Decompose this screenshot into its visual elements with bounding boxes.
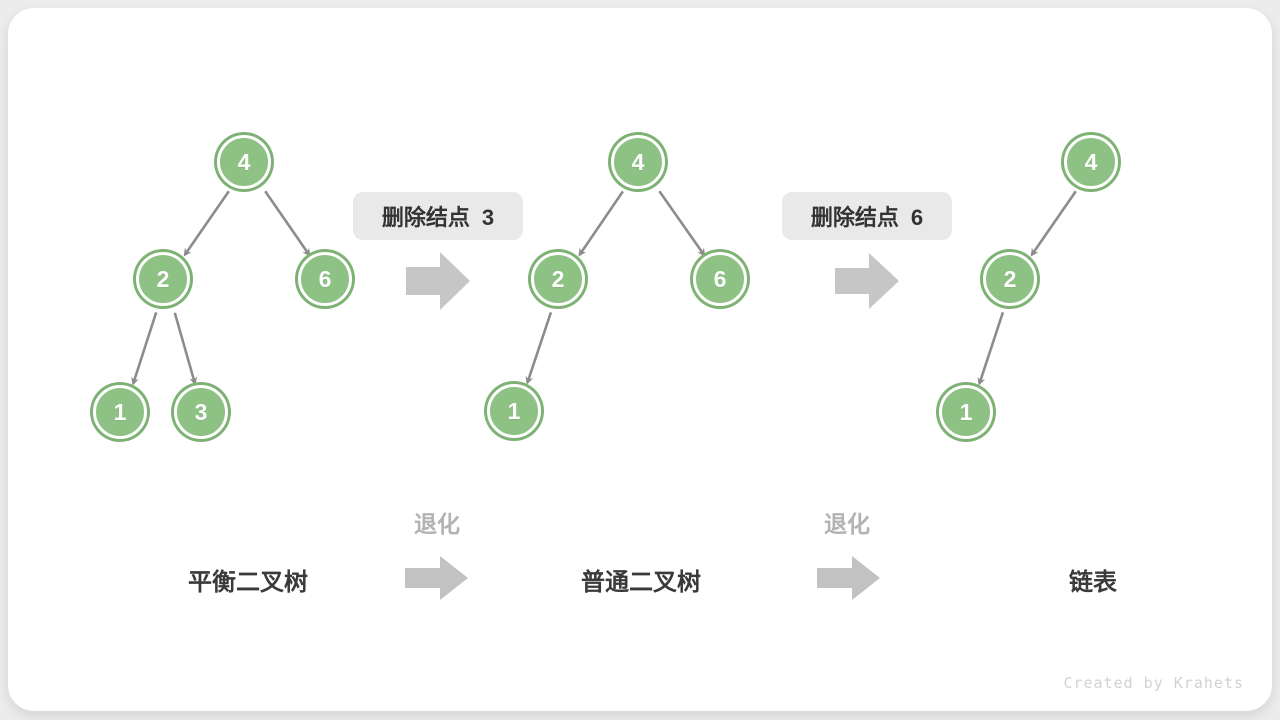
tree1-node-4: 4 [217, 135, 271, 189]
node-value: 4 [1084, 148, 1098, 175]
node-value: 2 [551, 265, 565, 292]
degrade-caption: 退化 [824, 511, 870, 537]
tree2-node-2: 2 [531, 252, 585, 306]
tree2-node-4: 4 [611, 135, 665, 189]
tree2-node-6: 6 [693, 252, 747, 306]
node-value: 4 [631, 148, 645, 175]
stage-name-linked-list: 链表 [1069, 569, 1117, 596]
stage-name-balanced-tree: 平衡二叉树 [188, 569, 308, 596]
watermark-credit: Created by Krahets [1063, 674, 1244, 692]
node-value: 1 [507, 397, 521, 424]
tree1-node-1: 1 [93, 385, 147, 439]
tree1-node-2: 2 [136, 252, 190, 306]
node-value: 6 [318, 265, 332, 292]
tree1-node-6: 6 [298, 252, 352, 306]
tree2-node-1: 1 [487, 384, 541, 438]
node-value: 3 [194, 398, 208, 425]
node-value: 4 [237, 148, 251, 175]
node-value: 6 [713, 265, 727, 292]
tree3-node-1: 1 [939, 385, 993, 439]
tree1-node-3: 3 [174, 385, 228, 439]
stage-name-ordinary-tree: 普通二叉树 [581, 569, 701, 596]
step-label-delete-3: 删除结点 3 [353, 192, 523, 240]
node-value: 2 [156, 265, 170, 292]
node-value: 1 [113, 398, 127, 425]
degrade-caption: 退化 [414, 511, 460, 537]
tree3-node-2: 2 [983, 252, 1037, 306]
diagram-card [8, 8, 1272, 711]
node-value: 1 [959, 398, 973, 425]
node-value: 2 [1003, 265, 1017, 292]
step-label-delete-6: 删除结点 6 [782, 192, 952, 240]
tree3-node-4: 4 [1064, 135, 1118, 189]
